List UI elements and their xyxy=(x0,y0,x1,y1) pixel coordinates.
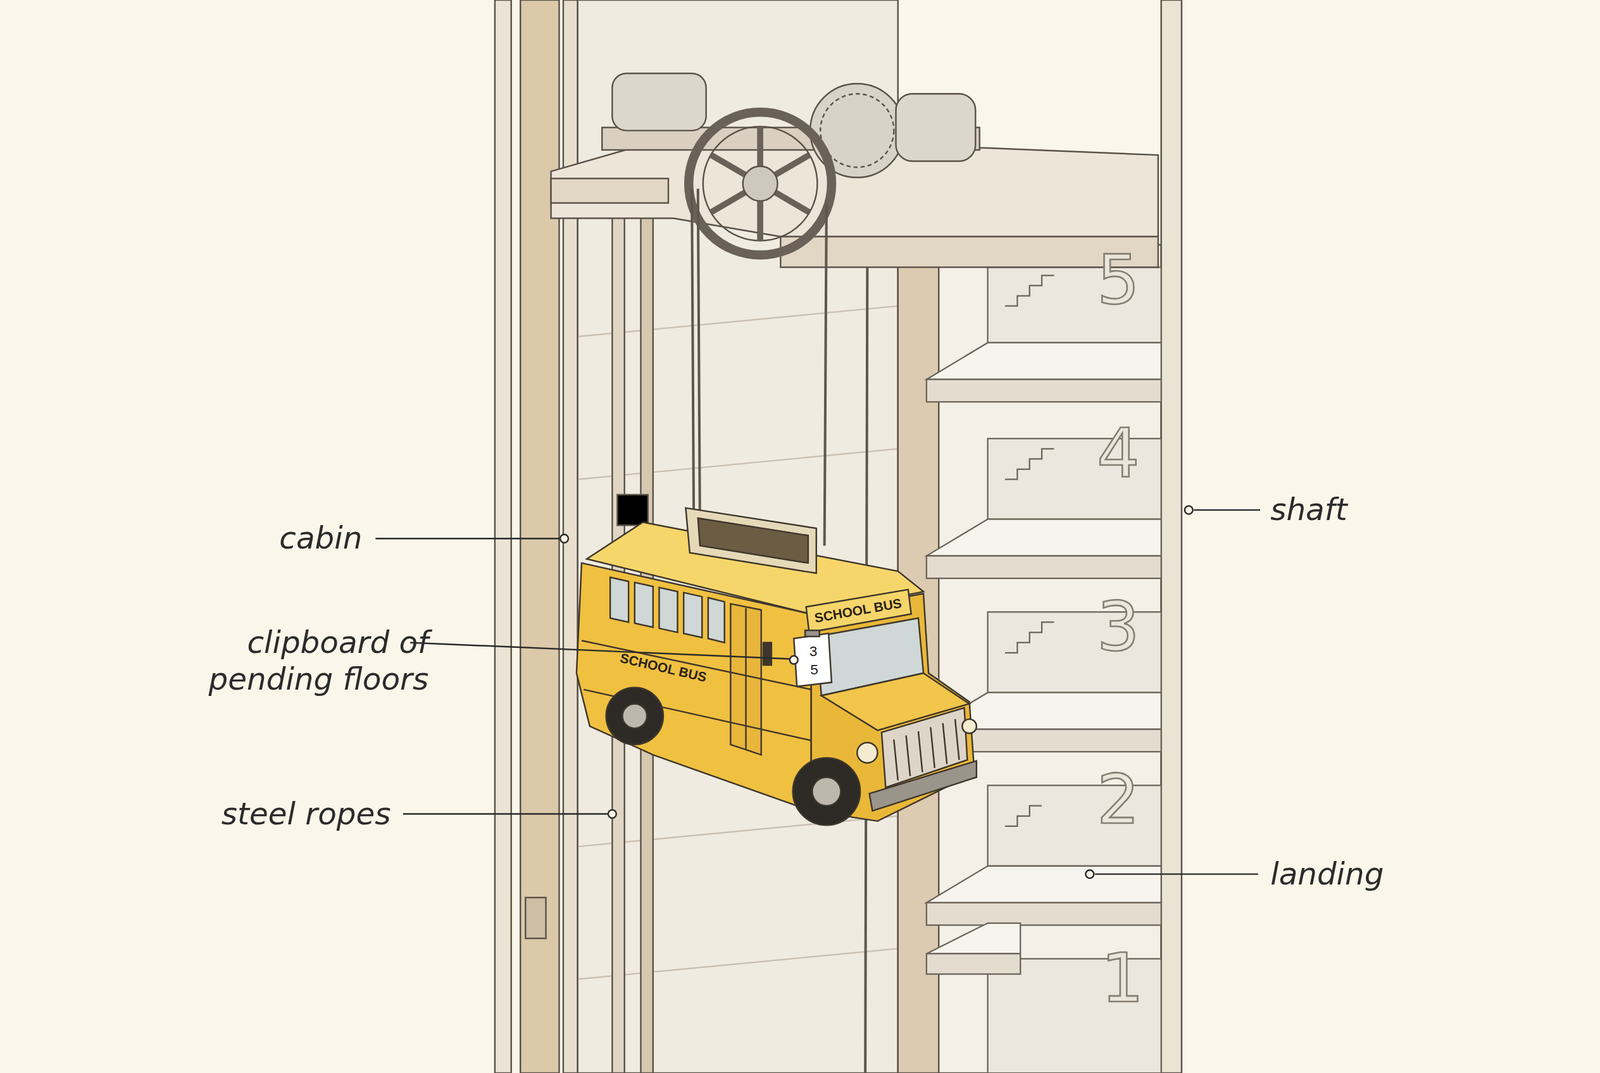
bracing xyxy=(577,948,899,980)
callout-label: landing xyxy=(1270,856,1384,894)
leader-dot xyxy=(560,534,569,544)
leader-dot xyxy=(608,810,617,819)
bracket xyxy=(525,898,546,939)
machine-room xyxy=(551,73,1159,268)
i-beam xyxy=(551,178,669,204)
motor xyxy=(612,73,706,131)
leader-line xyxy=(1193,509,1261,511)
leader-dot xyxy=(789,656,799,665)
mirror xyxy=(763,643,772,666)
shaft-structure xyxy=(494,0,1182,1073)
floor-number: 2 xyxy=(1096,765,1140,837)
leader-dot xyxy=(1184,506,1194,515)
stairs xyxy=(1005,448,1054,480)
slab-edge xyxy=(926,903,1162,926)
floor-number: 3 xyxy=(1096,591,1140,664)
clipboard-clip xyxy=(805,630,820,637)
floor-number: 4 xyxy=(1096,418,1140,490)
slab-edge xyxy=(926,556,1162,579)
bus-door xyxy=(730,603,761,756)
clipboard-digit: 5 xyxy=(810,662,819,677)
wheel xyxy=(606,687,664,745)
hubcap xyxy=(812,777,841,806)
bumper xyxy=(869,761,977,812)
roof-opening-inner xyxy=(698,518,809,564)
bus-stripe xyxy=(581,640,812,690)
door-split xyxy=(744,608,747,750)
landing-slab xyxy=(926,519,1162,557)
floor-number: 5 xyxy=(1096,244,1140,317)
bus-window xyxy=(683,593,702,638)
rail-shoe xyxy=(617,494,648,526)
landing-slab xyxy=(926,343,1162,380)
leader-line xyxy=(1094,873,1259,875)
landing-slab xyxy=(926,866,1162,904)
roof-opening xyxy=(685,508,816,574)
callout-label: clipboard of pending floors xyxy=(163,624,429,699)
bracing xyxy=(577,448,899,480)
rope xyxy=(824,203,827,546)
bus-window xyxy=(708,598,725,644)
leader-line xyxy=(403,813,609,815)
bus-window xyxy=(610,577,629,623)
bracing xyxy=(577,816,899,847)
callout-label: shaft xyxy=(1270,491,1347,529)
callout-label: steel ropes xyxy=(221,796,392,833)
wheel xyxy=(793,758,861,826)
shaft-post xyxy=(520,0,559,1073)
slab-edge xyxy=(926,379,1162,402)
floors xyxy=(926,267,1162,1073)
floor-number: 1 xyxy=(1101,943,1145,1016)
leader-line xyxy=(410,643,790,660)
headlight xyxy=(962,719,977,735)
headlight xyxy=(856,743,878,764)
clipboard xyxy=(793,633,832,687)
hubcap xyxy=(622,703,647,729)
motor xyxy=(896,93,976,161)
bus-window xyxy=(634,582,654,628)
shaft-post xyxy=(494,0,512,1073)
rope xyxy=(698,188,700,536)
hub xyxy=(743,166,778,202)
rope xyxy=(691,188,694,536)
stairs xyxy=(1005,806,1042,827)
stairs xyxy=(1005,622,1054,653)
clipboard-digit: 3 xyxy=(809,643,818,659)
callout-label: cabin xyxy=(279,520,363,557)
slab-edge xyxy=(926,953,1021,975)
pulley-rim xyxy=(703,126,818,242)
leader-line xyxy=(375,537,561,540)
spokes xyxy=(711,126,810,242)
leader-dot xyxy=(1085,870,1094,879)
pulley xyxy=(688,112,832,256)
gear-teeth xyxy=(820,93,894,168)
school-bus-cabin xyxy=(576,508,977,826)
stairs xyxy=(1005,275,1054,306)
shaft-wall xyxy=(1161,0,1182,1073)
bracing xyxy=(577,306,899,337)
bus-window xyxy=(658,587,678,633)
landing-slab xyxy=(926,923,1021,954)
leader-lines xyxy=(375,506,1261,879)
